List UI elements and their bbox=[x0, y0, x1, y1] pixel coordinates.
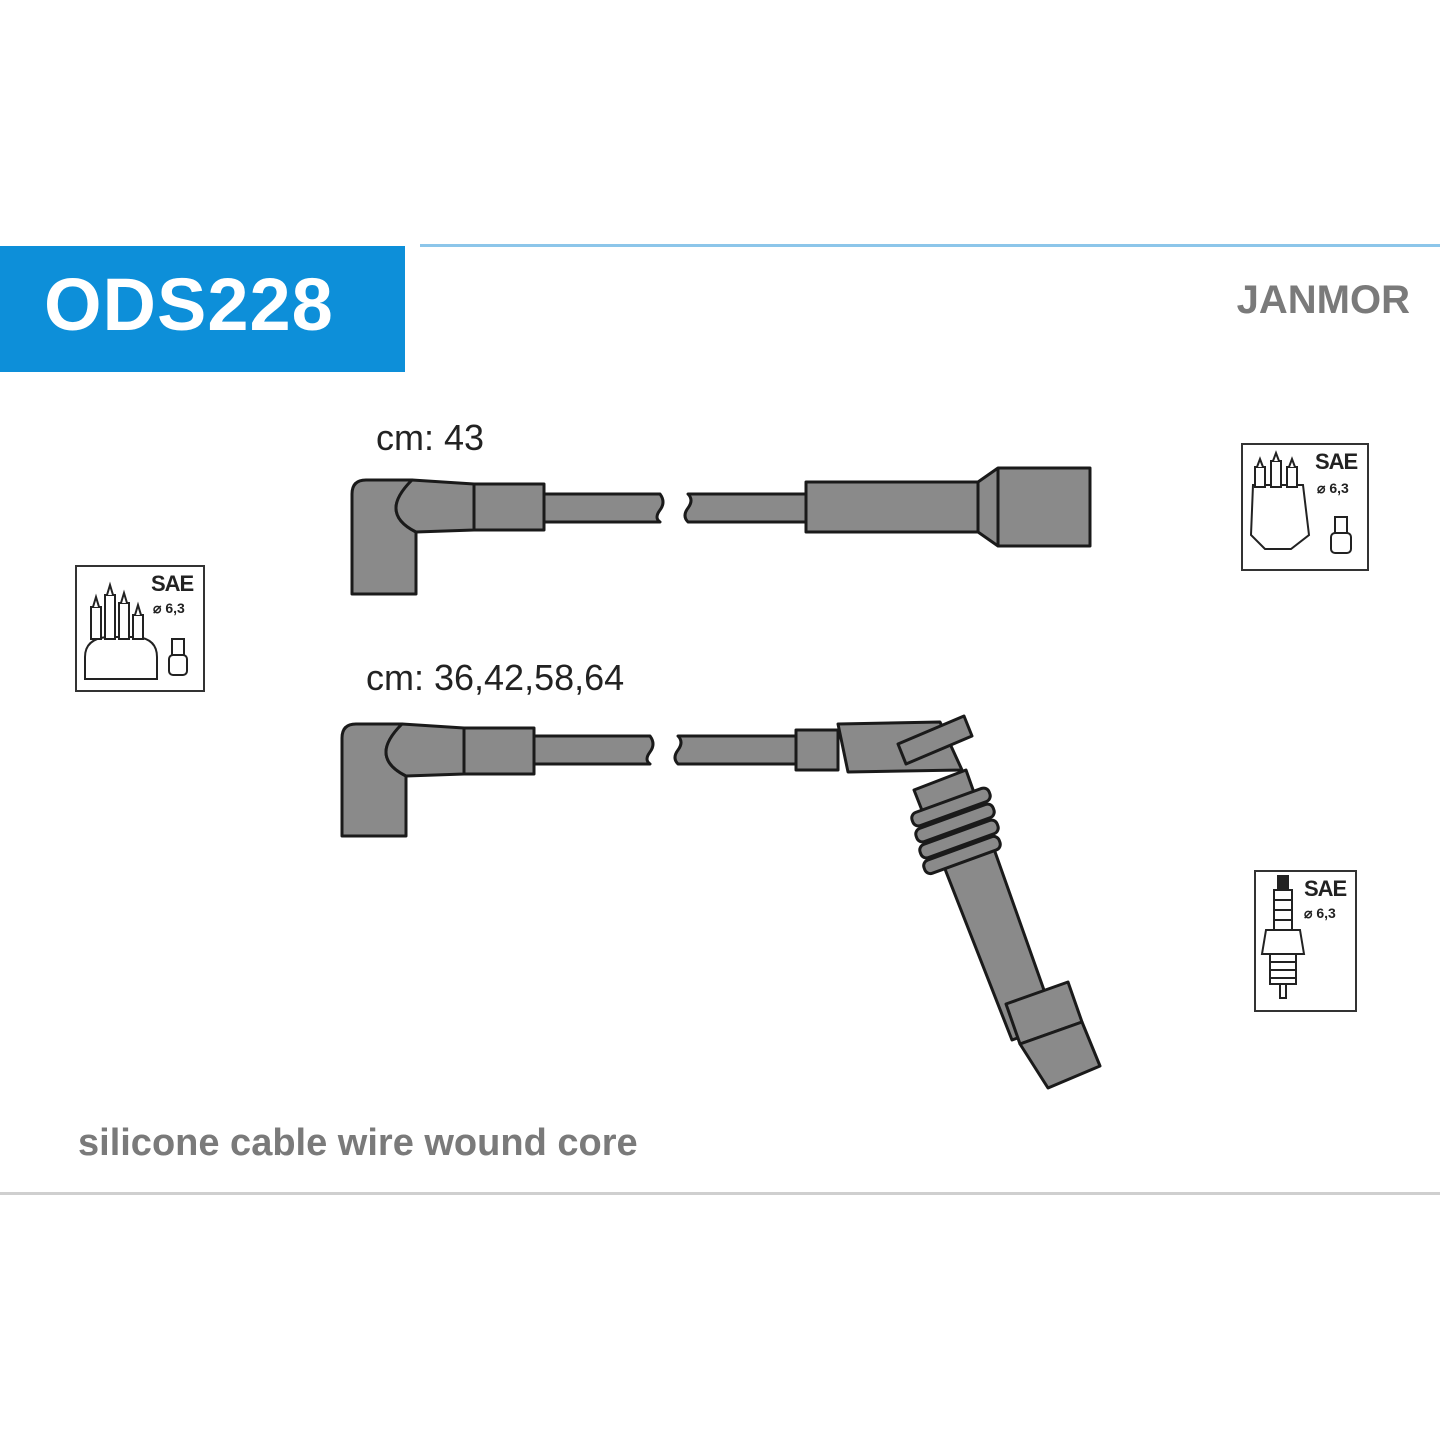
left-icon-diameter: ⌀ 6,3 bbox=[153, 600, 185, 616]
bottom-cable-spark-plug-boot bbox=[794, 714, 1102, 1090]
bottom-cable-length-label: cm: 36,42,58,64 bbox=[366, 657, 625, 698]
brand-name: JANMOR bbox=[1236, 278, 1410, 322]
bottom-right-icon-diameter: ⌀ 6,3 bbox=[1304, 905, 1336, 921]
ignition-coil-icon bbox=[1249, 450, 1352, 554]
header-divider bbox=[420, 244, 1440, 247]
footer-divider bbox=[0, 1192, 1440, 1195]
bottom-right-connector-icon-box: SAE ⌀ 6,3 bbox=[1254, 870, 1357, 1012]
distributor-cap-icon bbox=[84, 581, 188, 680]
left-icon-standard: SAE bbox=[151, 571, 194, 596]
top-right-icon-standard: SAE bbox=[1315, 449, 1358, 474]
bottom-right-icon-standard: SAE bbox=[1304, 876, 1347, 901]
bottom-cable-boot-ribs bbox=[910, 786, 1002, 876]
left-connector-icon-box: SAE ⌀ 6,3 bbox=[75, 565, 205, 692]
top-cable-distributor-boot bbox=[350, 478, 546, 596]
top-cable-length-label: cm: 43 bbox=[376, 417, 485, 458]
top-cable-wire bbox=[542, 492, 808, 524]
product-code-banner bbox=[0, 246, 405, 372]
product-code: ODS228 bbox=[44, 263, 334, 346]
top-cable-coil-connector bbox=[804, 466, 1092, 548]
cable-description: silicone cable wire wound core bbox=[78, 1122, 638, 1164]
top-right-icon-diameter: ⌀ 6,3 bbox=[1317, 480, 1349, 496]
bottom-cable-wire bbox=[532, 734, 798, 766]
spark-plug-icon bbox=[1260, 875, 1306, 999]
top-right-connector-icon-box: SAE ⌀ 6,3 bbox=[1241, 443, 1369, 571]
bottom-cable-distributor-boot bbox=[340, 722, 536, 838]
